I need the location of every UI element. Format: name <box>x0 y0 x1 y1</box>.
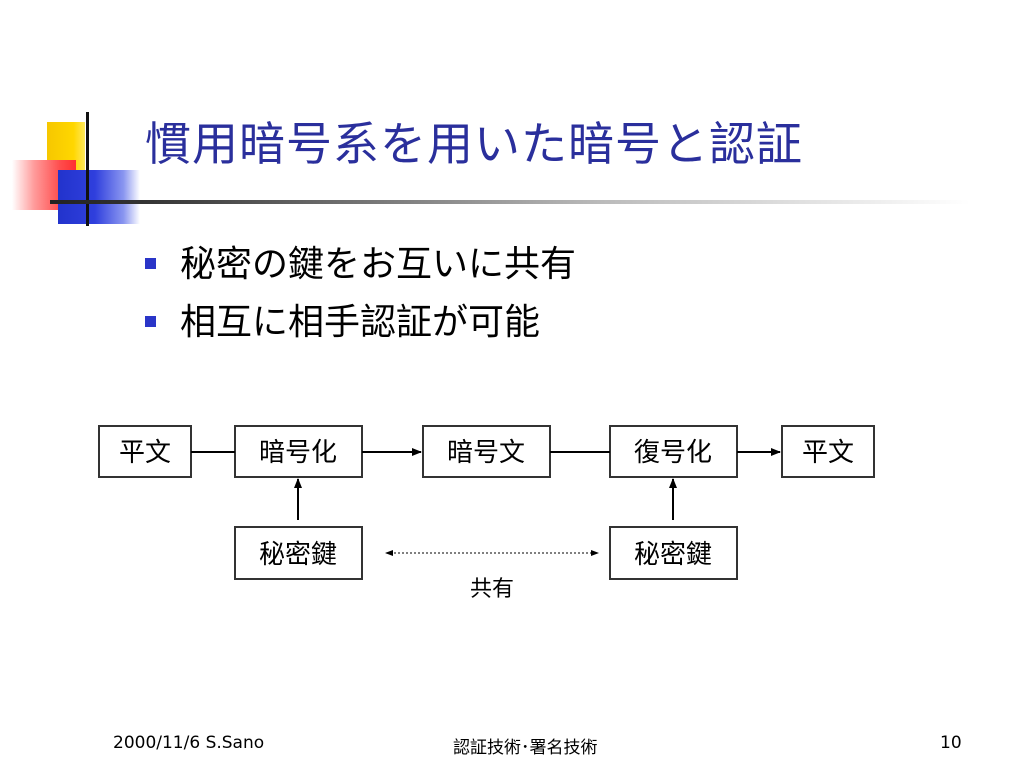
bullet-item: 秘密の鍵をお互いに共有 <box>145 232 576 290</box>
node-label: 平文 <box>802 438 854 468</box>
decor-blue-block <box>58 170 140 224</box>
title-underline <box>50 200 970 204</box>
node-ciphertext: 暗号文 <box>422 425 551 478</box>
node-secret-key-left: 秘密鍵 <box>234 526 363 580</box>
slide-title: 慣用暗号系を用いた暗号と認証 <box>145 117 803 171</box>
node-label: 秘密鍵 <box>259 540 337 570</box>
node-secret-key-right: 秘密鍵 <box>609 526 738 580</box>
node-encrypt: 暗号化 <box>234 425 363 478</box>
bullet-text: 相互に相手認証が可能 <box>180 302 541 343</box>
footer-page-number: 10 <box>940 733 962 753</box>
node-decrypt: 復号化 <box>609 425 738 478</box>
node-label: 平文 <box>119 438 171 468</box>
node-plaintext-in: 平文 <box>98 425 192 478</box>
node-label: 秘密鍵 <box>634 540 712 570</box>
bullet-square-icon <box>145 315 156 327</box>
bullet-square-icon <box>145 257 156 269</box>
node-label: 暗号化 <box>259 438 337 468</box>
decor-vertical-line <box>86 112 89 226</box>
bullet-item: 相互に相手認証が可能 <box>145 290 576 348</box>
bullet-list: 秘密の鍵をお互いに共有 相互に相手認証が可能 <box>145 232 576 348</box>
footer-topic: 認証技術･署名技術 <box>453 738 598 758</box>
footer-date-author: 2000/11/6 S.Sano <box>113 733 265 753</box>
node-plaintext-out: 平文 <box>781 425 875 478</box>
node-label: 復号化 <box>634 438 712 468</box>
bullet-text: 秘密の鍵をお互いに共有 <box>180 244 577 285</box>
shared-label: 共有 <box>470 577 514 602</box>
node-label: 暗号文 <box>447 438 525 468</box>
